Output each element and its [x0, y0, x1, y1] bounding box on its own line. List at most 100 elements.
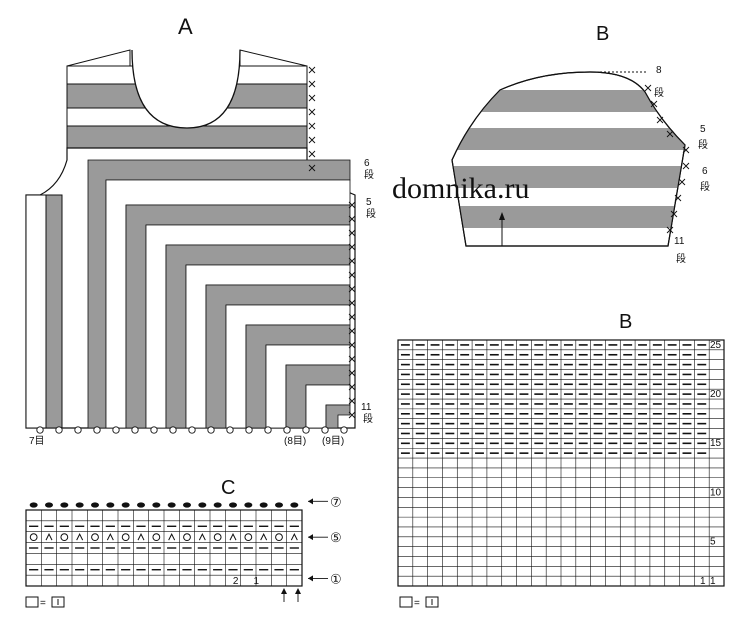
loop-mark [169, 426, 177, 434]
bobble-mark [45, 502, 53, 508]
cross-mark [348, 201, 356, 209]
svg-text:=: = [40, 598, 46, 609]
loop-mark [340, 426, 348, 434]
chart-c-marker: ⑦ [330, 494, 342, 509]
cross-mark [666, 130, 674, 138]
watermark: domnika.ru [392, 172, 529, 205]
bobble-mark [91, 502, 99, 508]
bobble-mark [152, 502, 161, 508]
cross-mark [670, 210, 678, 218]
cross-mark [348, 299, 356, 307]
cross-mark [308, 150, 316, 158]
yarn-over-mark [213, 533, 222, 542]
bobble-mark [244, 502, 253, 508]
cross-mark [348, 327, 356, 335]
cross-mark [348, 229, 356, 237]
loop-mark [150, 426, 158, 434]
label-b-chart: B [619, 311, 632, 333]
cross-mark [308, 164, 316, 172]
a-bottom-label-2: (9目) [322, 436, 344, 447]
bobble-mark [275, 502, 283, 508]
decrease-mark [45, 533, 53, 541]
sleeve-crosses [644, 84, 690, 234]
bobble-mark [167, 502, 176, 508]
chart-b-row-number: 15 [710, 438, 722, 449]
bobble-mark [259, 502, 268, 508]
cross-mark [308, 66, 316, 74]
bobble-mark [290, 502, 299, 508]
cross-mark [348, 257, 356, 265]
loop-mark [93, 426, 101, 434]
loop-mark [112, 426, 120, 434]
cross-mark [348, 313, 356, 321]
cross-mark [348, 411, 356, 419]
loop-mark [283, 426, 291, 434]
loop-mark [245, 426, 253, 434]
chart-b-row-number: 10 [710, 487, 722, 498]
cross-mark [308, 122, 316, 130]
loop-mark [321, 426, 329, 434]
panel-a [25, 49, 356, 434]
yarn-over-mark [275, 533, 283, 542]
bottom-loops [36, 426, 348, 434]
mitre-stripe [325, 404, 351, 429]
loop-mark [226, 426, 234, 434]
decrease-mark [260, 533, 268, 541]
loop-mark [131, 426, 139, 434]
cross-mark [656, 116, 664, 124]
chart-b-row-number: 1 [710, 576, 716, 587]
bobble-mark [137, 502, 145, 508]
cross-mark [348, 243, 356, 251]
loop-mark [207, 426, 215, 434]
cross-mark [666, 226, 674, 234]
bobble-mark [183, 502, 191, 508]
yarn-over-mark [244, 533, 253, 542]
cross-mark [348, 383, 356, 391]
cross-mark [674, 194, 682, 202]
bobble-mark [60, 502, 69, 508]
bobble-mark [29, 502, 38, 508]
cross-mark [348, 369, 356, 377]
cross-mark [348, 397, 356, 405]
label-b-top: B [596, 23, 609, 45]
chart-c-marker: ① [330, 571, 342, 586]
cross-mark [650, 100, 658, 108]
chart-c-marker: ⑤ [330, 530, 342, 545]
chart-c-col-number: 2 [233, 576, 239, 587]
label-c: C [221, 477, 235, 499]
svg-text:=: = [414, 598, 420, 609]
cross-mark [348, 271, 356, 279]
yarn-over-mark [91, 533, 99, 542]
decrease-mark [290, 533, 298, 541]
cross-mark [348, 285, 356, 293]
edge-crosses [308, 66, 356, 419]
decrease-mark [106, 533, 114, 541]
chart-b-row-number: 20 [710, 389, 722, 400]
cross-mark [678, 178, 686, 186]
label-a: A [178, 14, 193, 39]
legend-c: = [25, 596, 65, 609]
cross-mark [348, 341, 356, 349]
yarn-over-mark [183, 533, 191, 542]
loop-mark [55, 426, 63, 434]
cross-mark [348, 355, 356, 363]
yarn-over-mark [121, 533, 130, 542]
decrease-mark [168, 533, 176, 541]
loop-mark [74, 426, 82, 434]
bobble-mark [75, 502, 84, 508]
yarn-over-mark [152, 533, 161, 542]
cross-mark [308, 136, 316, 144]
cross-mark [644, 84, 652, 92]
loop-mark [188, 426, 196, 434]
cross-mark [308, 80, 316, 88]
